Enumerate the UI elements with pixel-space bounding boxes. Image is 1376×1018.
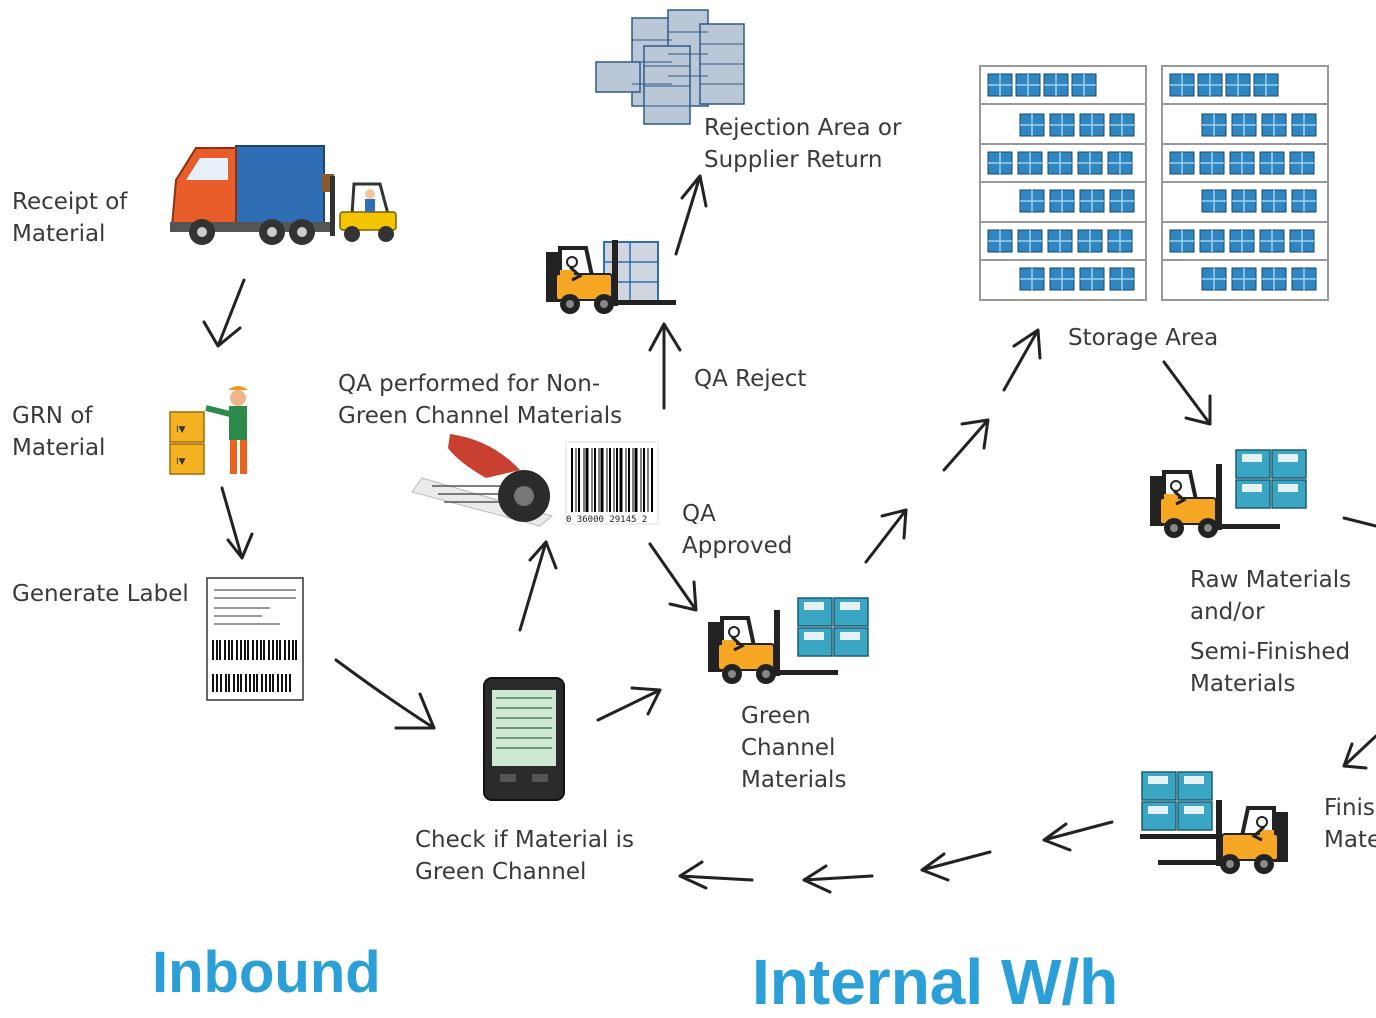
arrow-raw-out — [1342, 516, 1376, 528]
arrow-grn-to-label — [220, 486, 254, 560]
arrow-label-to-check — [334, 658, 436, 730]
label-storage-area: Storage Area — [1068, 325, 1219, 351]
arrow-green-2 — [942, 418, 990, 472]
flow-arrows — [202, 174, 1376, 894]
arrow-check-to-green — [596, 686, 662, 722]
arrow-check-to-qa — [518, 540, 558, 632]
forklift-raw-materials-icon — [1148, 449, 1307, 540]
arrow-qa-approved — [648, 542, 698, 612]
arrow-storage-to-raw — [1162, 360, 1212, 426]
label-qa-performed: QA performed for Non-Green Channel Mater… — [338, 371, 623, 429]
arrow-receipt-to-grn — [202, 278, 246, 348]
shipping-label-icon — [206, 577, 304, 701]
arrow-green-1 — [864, 508, 908, 564]
worker-boxes-icon: I▼ I▼ — [169, 386, 248, 475]
arrow-to-finished — [1342, 734, 1376, 770]
arrow-return-4 — [678, 860, 754, 890]
svg-text:I▼: I▼ — [176, 457, 186, 467]
barcode-number: 0 36000 29145 2 — [566, 515, 647, 525]
handheld-scanner-icon — [483, 677, 565, 801]
label-roller-icon — [411, 434, 554, 527]
svg-text:I▼: I▼ — [176, 425, 186, 435]
forklift-green-channel-icon — [706, 597, 869, 686]
section-title-internal: Internal W/h — [752, 946, 1119, 1018]
label-qa-reject: QA Reject — [694, 366, 807, 392]
barcode-icon — [565, 441, 659, 525]
forklift-reject-icon — [544, 238, 678, 316]
stacked-pallets-icon — [595, 9, 745, 125]
arrow-return-3 — [802, 864, 874, 894]
forklift-finished-icon — [1140, 771, 1290, 876]
arrow-to-rejection — [674, 174, 708, 256]
label-generate-label: Generate Label — [12, 581, 189, 607]
section-title-inbound: Inbound — [152, 940, 381, 1005]
arrow-return-1 — [1042, 820, 1114, 852]
arrow-to-storage — [1002, 328, 1042, 392]
arrow-qa-reject — [648, 322, 682, 410]
arrow-return-2 — [920, 850, 992, 882]
truck-forklift-icon — [170, 145, 397, 245]
warehouse-racks-icon — [979, 65, 1329, 301]
